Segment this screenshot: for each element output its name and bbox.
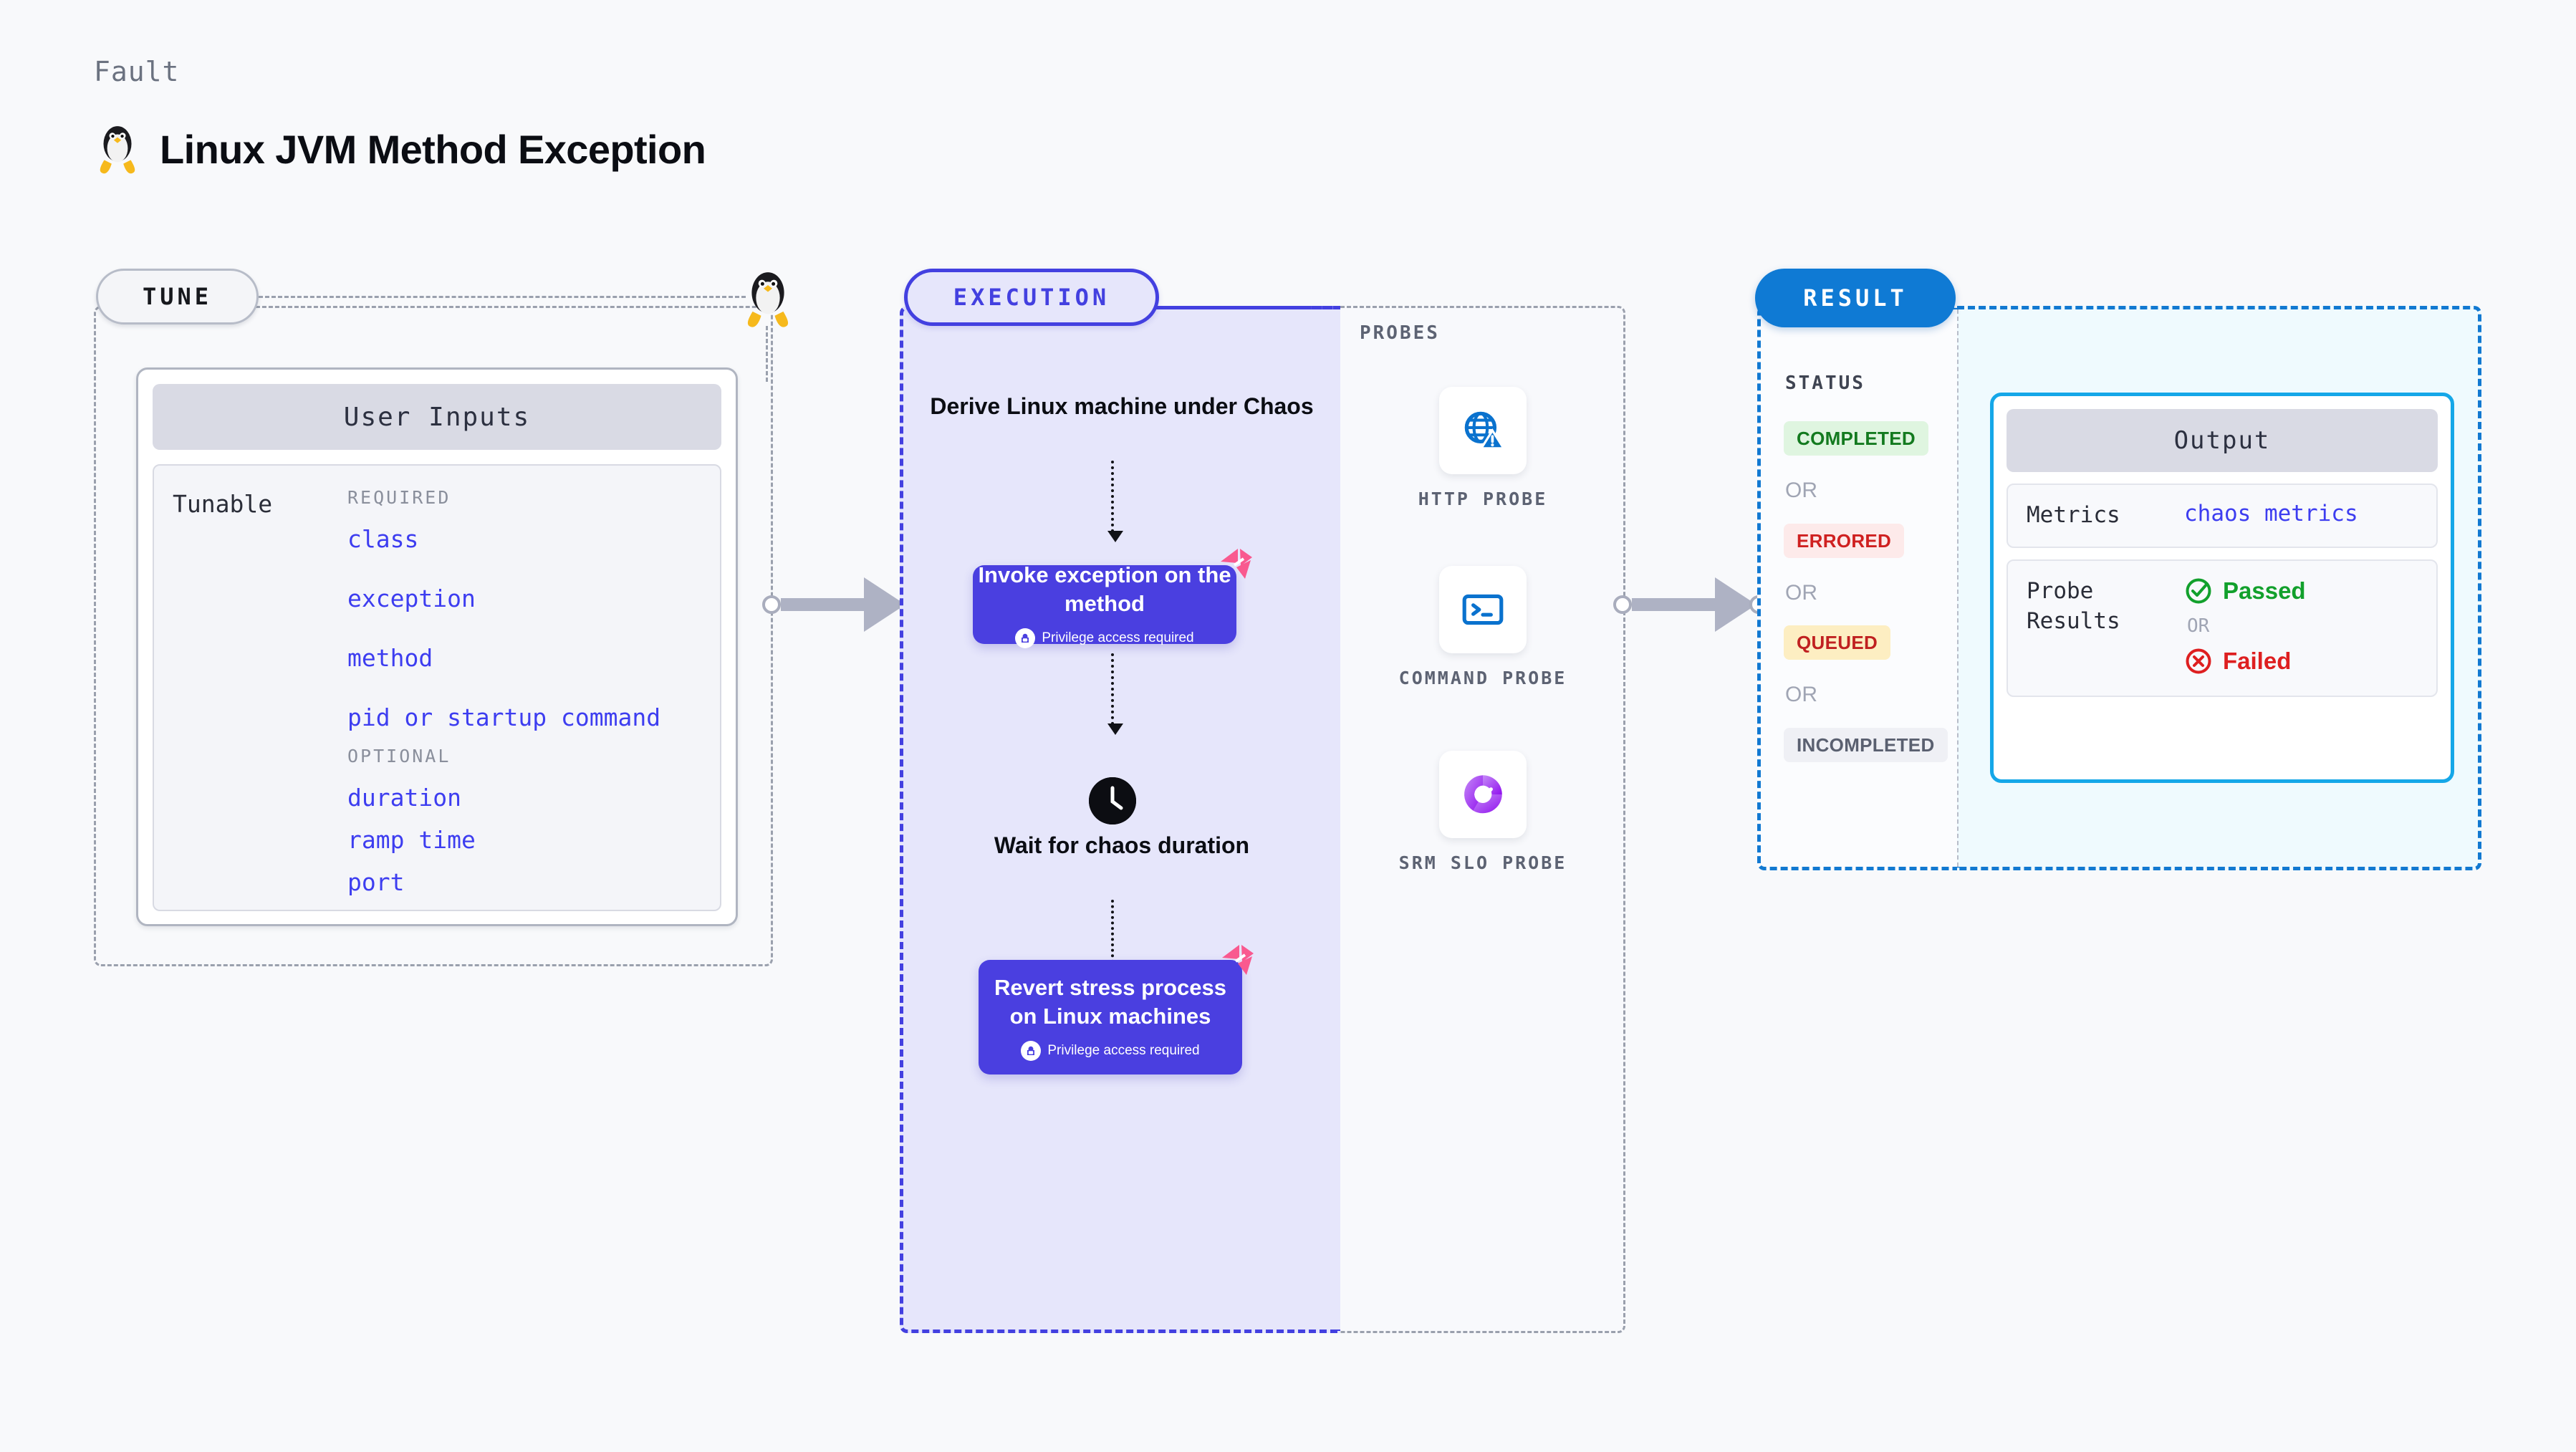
page-title: Linux JVM Method Exception <box>160 126 706 172</box>
fault-eyebrow-label: Fault <box>94 56 180 87</box>
privilege-note-text: Privilege access required <box>1042 630 1194 646</box>
arrow-invoke-to-wait <box>1107 653 1123 735</box>
status-or-3: OR <box>1785 683 1817 706</box>
connector-start-dot <box>762 595 781 614</box>
probe-label: HTTP PROBE <box>1418 489 1548 509</box>
terminal-icon <box>1439 566 1527 653</box>
status-badge-completed: COMPLETED <box>1784 421 1928 456</box>
status-or-2: OR <box>1785 581 1817 605</box>
probe-results-values: Passed OR Failed <box>2184 577 2418 675</box>
connector-tune-to-execution <box>762 577 917 632</box>
page-title-row: Linux JVM Method Exception <box>94 122 706 176</box>
tunable-item-pid-or-startup-command[interactable]: pid or startup command <box>347 703 661 731</box>
status-badge-queued: QUEUED <box>1784 625 1891 660</box>
output-row-metrics: Metrics chaos metrics <box>2007 484 2438 548</box>
tune-vertical-dash <box>766 326 768 382</box>
status-or-1: OR <box>1785 479 1817 502</box>
tunable-list: REQUIRED class exception method pid or s… <box>347 484 706 910</box>
result-panel-divider <box>1957 309 1959 867</box>
arrow-wait-to-revert <box>1107 900 1123 973</box>
probe-item-http[interactable]: HTTP PROBE <box>1340 387 1625 511</box>
lock-icon <box>1015 628 1036 649</box>
status-badge-errored: ERRORED <box>1784 524 1905 558</box>
litmus-logo-icon <box>1218 942 1256 981</box>
metrics-key: Metrics <box>2027 502 2120 528</box>
probe-label: COMMAND PROBE <box>1398 668 1567 688</box>
required-group-title: REQUIRED <box>347 487 451 508</box>
connector-execution-to-result <box>1613 577 1768 632</box>
privilege-note-text: Privilege access required <box>1047 1043 1200 1059</box>
action-title: Revert stress process on Linux machines <box>994 974 1226 1029</box>
optional-group-title: OPTIONAL <box>347 746 451 766</box>
lock-icon <box>1021 1041 1042 1062</box>
probe-label: SRM SLO PROBE <box>1398 852 1567 873</box>
connector-bar <box>1632 598 1716 611</box>
globe-warning-icon <box>1439 387 1527 474</box>
probe-result-passed: Passed <box>2184 577 2418 605</box>
user-inputs-title: User Inputs <box>153 384 721 450</box>
tunable-item-ramp-time[interactable]: ramp time <box>347 826 476 854</box>
output-card: Output Metrics chaos metrics Probe Resul… <box>1990 393 2454 783</box>
linux-penguin-icon <box>94 122 141 176</box>
action-title: Invoke exception on the method <box>978 562 1231 616</box>
output-title: Output <box>2007 409 2438 472</box>
tune-panel <box>94 306 773 966</box>
status-section-title: STATUS <box>1785 372 1865 394</box>
tune-linux-penguin-icon <box>739 267 797 330</box>
tune-pill-label[interactable]: TUNE <box>96 269 259 324</box>
execution-pill-label[interactable]: EXECUTION <box>904 269 1159 326</box>
connector-start-dot <box>1613 595 1632 614</box>
execution-action-revert-stress[interactable]: Revert stress process on Linux machines … <box>979 960 1242 1074</box>
execution-step-derive-caption: Derive Linux machine under Chaos <box>930 393 1314 419</box>
tunable-label: Tunable <box>173 490 273 518</box>
probe-result-or: OR <box>2187 615 2210 637</box>
user-inputs-card: User Inputs Tunable REQUIRED class excep… <box>136 367 738 926</box>
x-circle-icon <box>2186 648 2211 674</box>
litmus-logo-icon <box>1216 546 1255 585</box>
probe-results-key: Probe Results <box>2027 577 2120 634</box>
probe-result-failed: Failed <box>2184 647 2418 675</box>
result-pill-label[interactable]: RESULT <box>1755 269 1956 327</box>
tune-dashed-connector <box>259 296 746 298</box>
srm-slo-icon <box>1439 751 1527 838</box>
execution-step-wait-caption: Wait for chaos duration <box>994 832 1250 858</box>
failed-label: Failed <box>2223 647 2292 674</box>
status-badge-incompleted: INCOMPLETED <box>1784 728 1948 762</box>
probe-item-command[interactable]: COMMAND PROBE <box>1340 566 1625 691</box>
connector-bar <box>781 598 865 611</box>
passed-label: Passed <box>2223 577 2306 604</box>
tunable-item-method[interactable]: method <box>347 644 433 672</box>
arrow-derive-to-invoke <box>1107 461 1123 542</box>
tunable-item-duration[interactable]: duration <box>347 784 461 812</box>
tunable-body: Tunable REQUIRED class exception method … <box>153 464 721 911</box>
privilege-note-row: Privilege access required <box>1021 1041 1200 1062</box>
clock-icon <box>1089 777 1136 824</box>
output-row-probe-results: Probe Results Passed OR Failed <box>2007 559 2438 697</box>
probes-title: PROBES <box>1360 322 1440 344</box>
check-circle-icon <box>2186 578 2211 604</box>
tunable-item-class[interactable]: class <box>347 525 419 553</box>
execution-action-invoke-exception[interactable]: Invoke exception on the method Privilege… <box>973 562 1236 649</box>
probe-item-srm-slo[interactable]: SRM SLO PROBE <box>1340 751 1625 875</box>
tunable-item-exception[interactable]: exception <box>347 585 476 612</box>
metrics-value-link[interactable]: chaos metrics <box>2184 501 2358 527</box>
execution-top-dashed-line <box>1159 306 1340 309</box>
tunable-item-port[interactable]: port <box>347 868 405 896</box>
privilege-note-row: Privilege access required <box>1015 628 1194 649</box>
